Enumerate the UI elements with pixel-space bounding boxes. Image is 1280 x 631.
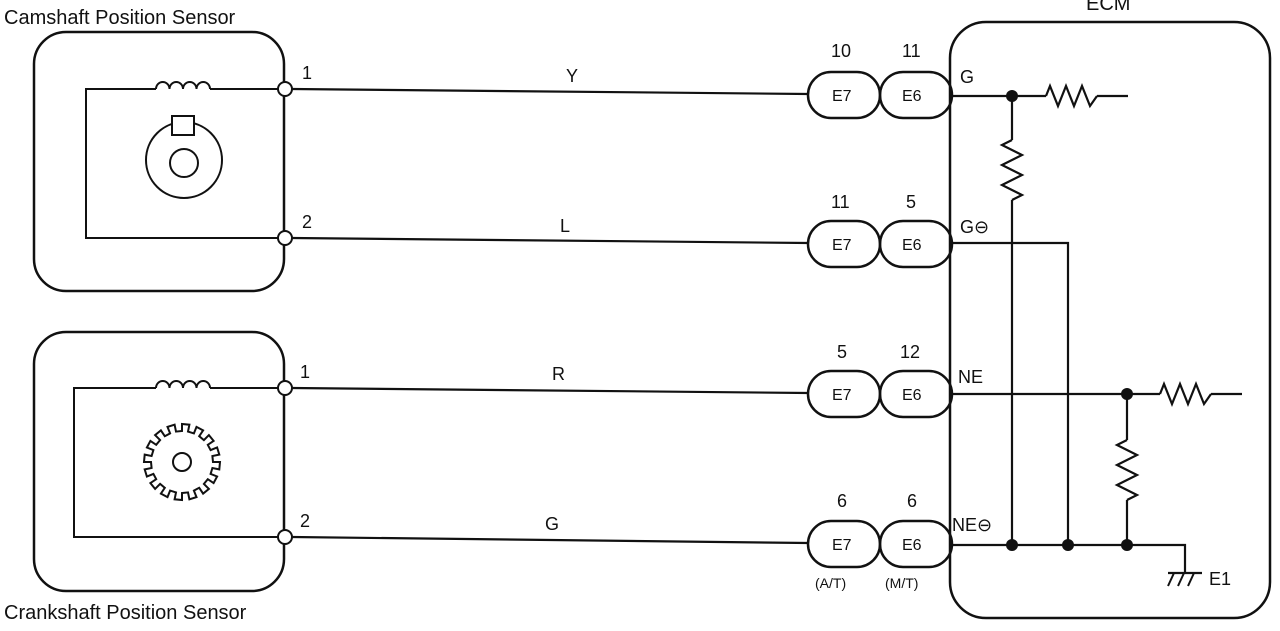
camshaft-terminal-1 [277, 81, 293, 97]
ecm-terminal-ne: NE [958, 367, 983, 387]
connector-3-e7-name: E7 [832, 387, 852, 404]
ecm-title: ECM [1086, 0, 1130, 15]
ground-icon [1167, 571, 1202, 587]
ecm-terminal-ne-minus: NE⊖ [952, 515, 992, 535]
connector-1-e7-name: E7 [832, 88, 852, 105]
connector-2-e6-name: E6 [902, 237, 922, 254]
ecm-junction [1062, 539, 1074, 551]
crankshaft-terminal-2 [277, 529, 293, 545]
connector-note-at: (A/T) [815, 575, 846, 591]
connector-note-mt: (M/T) [885, 575, 918, 591]
camshaft-sensor: Camshaft Position Sensor 1 2 [4, 7, 312, 293]
connector-row-3: 5 12 E7 E6 [806, 342, 954, 419]
crankshaft-sensor: 1 2 Crankshaft Position Sensor [4, 330, 310, 624]
ecm-resistor-ne-shunt [1114, 439, 1140, 501]
ecm-housing [948, 20, 1272, 620]
connector-row-1: 10 11 E7 E6 [806, 41, 954, 120]
connector-4-e7-name: E7 [832, 537, 852, 554]
connector-4-e6-name: E6 [902, 537, 922, 554]
camshaft-sensor-coil-loop [85, 88, 285, 239]
ecm-junction [1121, 388, 1133, 400]
camshaft-sensor-title: Camshaft Position Sensor [4, 7, 236, 29]
crankshaft-coil-icon [155, 380, 211, 389]
connector-1-e7-pin: 10 [831, 41, 851, 61]
crankshaft-sensor-coil-loop [73, 387, 285, 538]
connector-row-2: 11 5 E7 E6 [806, 192, 954, 269]
camshaft-rotor-icon [145, 115, 223, 199]
connector-3-e6-name: E6 [902, 387, 922, 404]
ecm-terminal-g-minus: G⊖ [960, 217, 989, 237]
wire-g-color-label: G [545, 514, 559, 534]
wire-l [291, 236, 809, 245]
camshaft-terminal-2 [277, 230, 293, 246]
ecm-junction [1006, 539, 1018, 551]
camshaft-coil-icon [155, 81, 211, 90]
connector-4-e6-pin: 6 [907, 491, 917, 511]
wire-y-color-label: Y [566, 66, 578, 86]
ecm-internal-wiring [952, 94, 1242, 572]
wire-g [291, 535, 809, 545]
ecm-terminal-g: G [960, 67, 974, 87]
connector-1-e6-name: E6 [902, 88, 922, 105]
ecm-junction [1006, 90, 1018, 102]
crankshaft-pin-1-label: 1 [300, 362, 310, 382]
connector-1-e6-pin: 11 [902, 41, 921, 61]
wire-l-color-label: L [560, 216, 570, 236]
wire-r-color-label: R [552, 364, 565, 384]
connector-3-e6-pin: 12 [900, 342, 920, 362]
ecm-resistor-g-pullup [1044, 83, 1098, 109]
connector-4-e7-pin: 6 [837, 491, 847, 511]
connector-2-e7-pin: 11 [831, 192, 850, 212]
harness-wires: Y L R G [291, 66, 809, 545]
ecm: ECM G G⊖ NE NE⊖ E1 [948, 0, 1272, 620]
wire-y [291, 87, 809, 96]
ecm-resistor-ne-pullup [1158, 381, 1212, 407]
connector-row-4: 6 6 E7 E6 (A/T) (M/T) [806, 491, 954, 591]
connector-2-e7-name: E7 [832, 237, 852, 254]
camshaft-sensor-housing [32, 30, 286, 293]
ecm-ground-label: E1 [1209, 569, 1231, 589]
connector-2-e6-pin: 5 [906, 192, 916, 212]
ecm-junction [1121, 539, 1133, 551]
camshaft-pin-2-label: 2 [302, 212, 312, 232]
ecm-resistor-g-shunt [999, 139, 1025, 201]
connector-3-e7-pin: 5 [837, 342, 847, 362]
crankshaft-gear-icon [142, 422, 222, 502]
crankshaft-sensor-title: Crankshaft Position Sensor [4, 602, 247, 624]
wire-r [291, 386, 809, 395]
crankshaft-pin-2-label: 2 [300, 511, 310, 531]
crankshaft-terminal-1 [277, 380, 293, 396]
camshaft-pin-1-label: 1 [302, 63, 312, 83]
crankshaft-sensor-housing [32, 330, 286, 593]
